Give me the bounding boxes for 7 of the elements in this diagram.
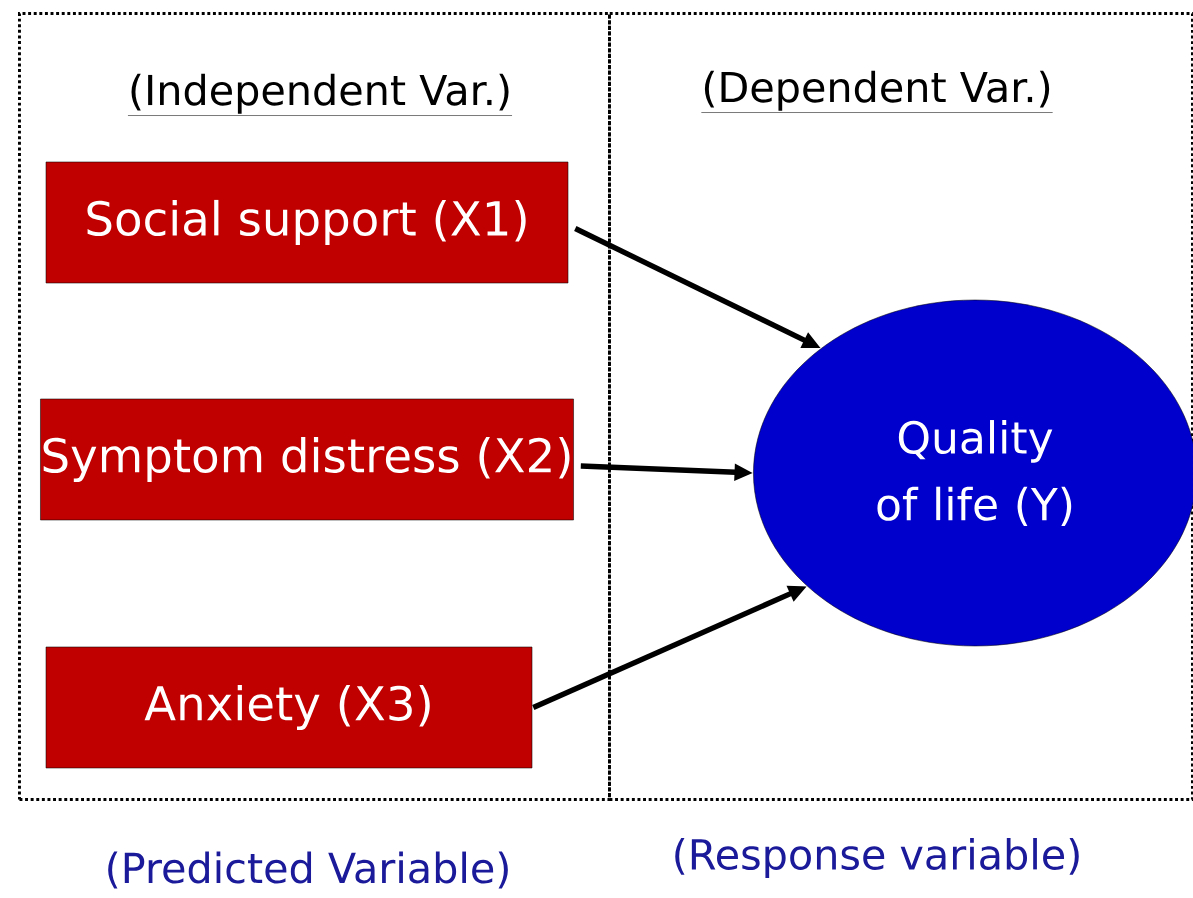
panel-caption: (Response variable)	[675, 838, 1079, 878]
panel-heading: (Dependent Var.)	[701, 70, 1053, 113]
variable-box: Social support (X1)	[45, 161, 569, 284]
variable-box: Anxiety (X3)	[45, 646, 533, 769]
panel-caption: (Predicted Variable)	[108, 851, 508, 889]
variable-box: Symptom distress (X2)	[40, 398, 574, 521]
panel-heading: (Independent Var.)	[127, 73, 513, 116]
